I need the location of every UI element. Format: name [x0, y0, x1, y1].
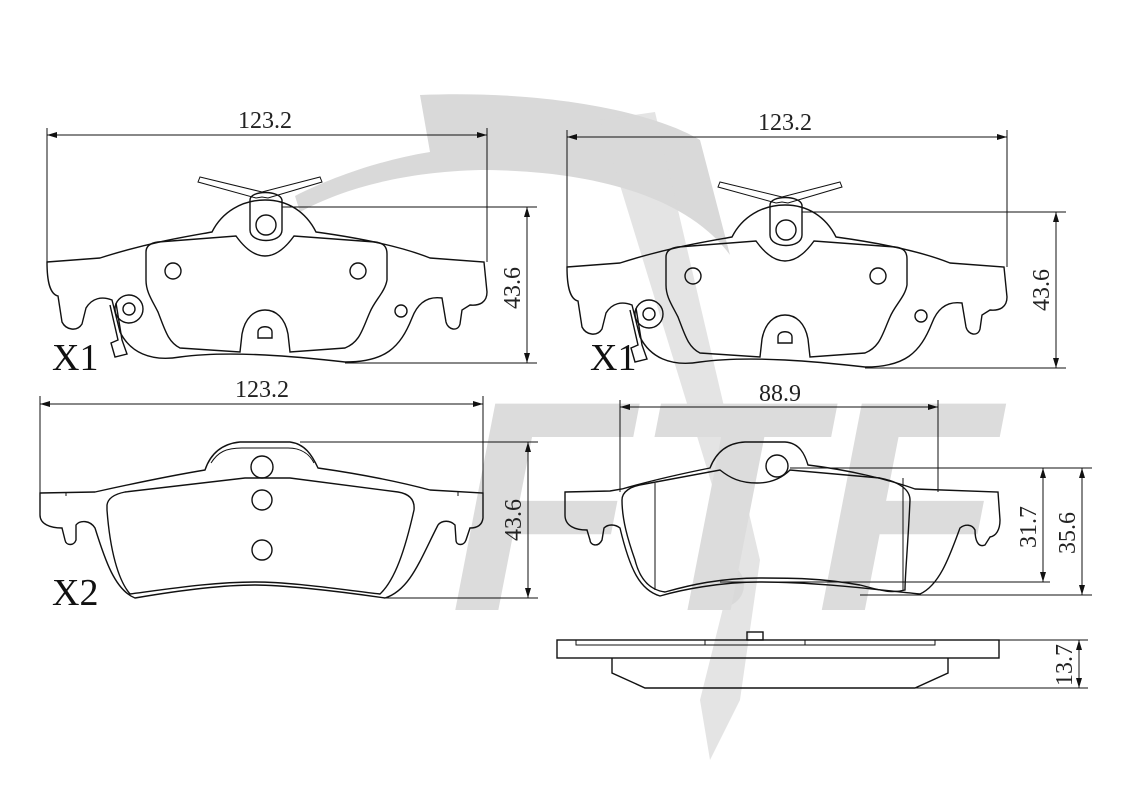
quantity-label: X2	[52, 572, 98, 614]
height-dimension: 43.6	[501, 499, 527, 541]
width-dimension: 123.2	[238, 108, 292, 134]
quantity-label: X1	[52, 337, 98, 379]
view-top-left: 123.2 43.6 X1	[46, 108, 537, 379]
width-dimension: 88.9	[759, 381, 801, 407]
view-top-right: 123.2 43.6 X1	[566, 110, 1066, 379]
friction-height-dimension: 31.7	[1016, 506, 1042, 548]
height-dimension: 43.6	[1029, 269, 1055, 311]
width-dimension: 123.2	[758, 110, 812, 136]
watermark-logo: FTF	[295, 94, 1009, 760]
plate-height-dimension: 35.6	[1055, 512, 1081, 554]
view-bottom-right: 88.9 31.7 35.6 13.7	[556, 381, 1092, 689]
logo-text: FTF	[450, 338, 1009, 674]
width-dimension: 123.2	[235, 377, 289, 403]
view-bottom-left: 123.2 43.6 X2	[39, 377, 538, 614]
thickness-dimension: 13.7	[1052, 644, 1078, 686]
quantity-label: X1	[590, 337, 636, 379]
height-dimension: 43.6	[500, 267, 526, 309]
